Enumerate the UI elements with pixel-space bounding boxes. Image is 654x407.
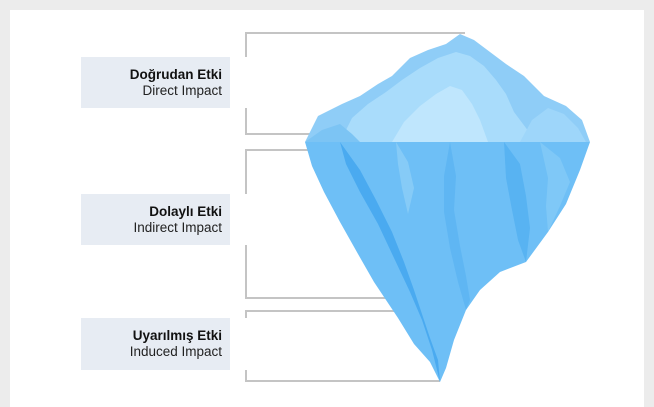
layer-label-induced: Uyarılmış Etki Induced Impact [81,318,230,370]
layer-title: Dolaylı Etki [149,203,222,219]
layer-label-direct: Doğrudan Etki Direct Impact [81,57,230,108]
bracket-lines [245,32,465,382]
layer-subtitle: Induced Impact [129,344,222,359]
iceberg-underwater [305,142,590,382]
iceberg-tip [305,34,590,142]
bracket-indirect [245,149,318,194]
bracket-induced [245,310,422,318]
bracket-direct [245,32,465,57]
bracket-indirect-bottom [245,245,412,299]
bracket-direct-bottom [245,108,320,135]
layer-label-indirect: Dolaylı Etki Indirect Impact [81,194,230,245]
layer-subtitle: Direct Impact [142,82,222,98]
bracket-induced-bottom [245,370,440,382]
layer-title: Uyarılmış Etki [132,328,222,343]
layer-subtitle: Indirect Impact [133,219,222,235]
layer-title: Doğrudan Etki [129,66,222,82]
